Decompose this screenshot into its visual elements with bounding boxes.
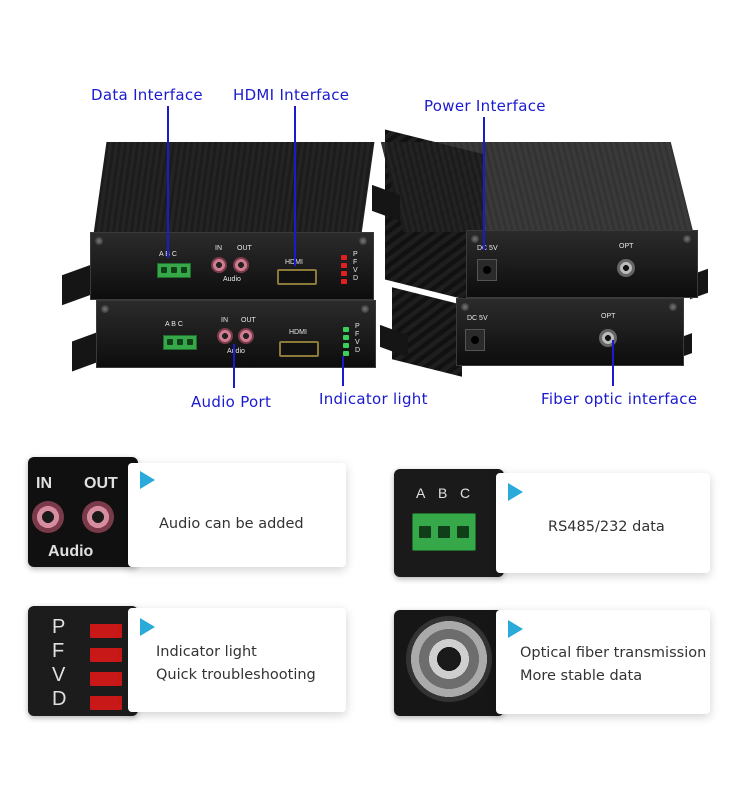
hdmi-port: [277, 269, 317, 285]
opt-label-2: OPT: [601, 313, 616, 320]
audio-label: Audio: [223, 276, 241, 283]
data-caption: RS485/232 data: [548, 519, 665, 535]
feature-card-data: A B C RS485/232 data: [380, 455, 720, 580]
optical-caption-line2: More stable data: [520, 668, 643, 684]
dc-jack: [477, 259, 497, 281]
closeup-in-label: IN: [36, 475, 52, 492]
feature-card-indicator: P F V D Indicator light Quick troublesho…: [0, 598, 360, 723]
audio-triangle-icon: [140, 471, 155, 489]
line-hdmi-interface: [294, 106, 296, 266]
closeup-a-label: A: [416, 485, 426, 501]
terminal-block-2: [163, 335, 197, 350]
audio-out-label-2: OUT: [241, 317, 256, 324]
audio-in-label-2: IN: [221, 317, 228, 324]
line-data-interface: [167, 106, 169, 258]
audio-in-jack: [211, 257, 227, 273]
closeup-optical-port: [406, 616, 492, 702]
line-indicator-light: [342, 356, 344, 386]
terminal-letters-2: A B C: [165, 321, 183, 328]
optical-triangle-icon: [508, 620, 523, 638]
closeup-red-led-2: [90, 648, 122, 662]
audio-caption-box: Audio can be added: [128, 463, 346, 567]
closeup-out-jack: [82, 501, 114, 533]
audio-out-jack: [233, 257, 249, 273]
audio-label-2: Audio: [227, 348, 245, 355]
led-d: [341, 279, 347, 284]
closeup-audio-label: Audio: [48, 543, 94, 560]
closeup-led-d: D: [52, 688, 67, 710]
callout-data-interface: Data Interface: [91, 86, 203, 104]
dc-jack-2: [465, 329, 485, 351]
data-closeup-image: A B C: [394, 469, 504, 577]
feature-card-optical: Optical fiber transmission More stable d…: [380, 598, 720, 723]
indicator-caption-box: Indicator light Quick troubleshooting: [128, 608, 346, 712]
optical-caption-box: Optical fiber transmission More stable d…: [496, 610, 710, 714]
right-top-unit-face: DC 5V OPT: [466, 230, 698, 298]
opt-port-2: [599, 329, 617, 347]
right-top-lid: [380, 142, 694, 232]
audio-caption: Audio can be added: [159, 516, 304, 532]
opt-label: OPT: [619, 243, 634, 250]
closeup-out-label: OUT: [84, 475, 118, 492]
dc-label-2: DC 5V: [467, 315, 488, 322]
data-caption-box: RS485/232 data: [496, 473, 710, 573]
audio-out-jack-2: [238, 328, 254, 344]
led-green-p: [343, 327, 349, 332]
callout-audio-port: Audio Port: [191, 393, 272, 411]
right-bottom-unit-face: DC 5V OPT: [456, 298, 684, 366]
led-p: [341, 255, 347, 260]
closeup-led-f: F: [52, 640, 65, 662]
terminal-block: [157, 263, 191, 278]
audio-closeup-image: IN OUT Audio: [28, 457, 138, 567]
dc-label: DC 5V: [477, 245, 498, 252]
closeup-in-jack: [32, 501, 64, 533]
right-bottom-side: [392, 287, 462, 377]
closeup-b-label: B: [438, 485, 448, 501]
hdmi-label: HDMI: [285, 259, 303, 266]
hdmi-label-2: HDMI: [289, 329, 307, 336]
closeup-red-led-3: [90, 672, 122, 686]
left-top-unit-lid: [93, 142, 375, 234]
callout-power-interface: Power Interface: [424, 97, 546, 115]
indicator-caption-line1: Indicator light: [156, 644, 257, 660]
product-photo: Data Interface HDMI Interface Power Inte…: [62, 86, 708, 411]
led-v: [341, 271, 347, 276]
optical-closeup-image: [394, 610, 504, 716]
line-power-interface: [483, 117, 485, 250]
closeup-led-p: P: [52, 616, 66, 638]
callout-hdmi-interface: HDMI Interface: [233, 86, 350, 104]
closeup-terminal-block: [412, 513, 476, 551]
audio-in-label: IN: [215, 245, 222, 252]
hdmi-port-2: [279, 341, 319, 357]
optical-caption-line1: Optical fiber transmission: [520, 645, 707, 661]
line-audio-port: [233, 344, 235, 388]
feature-card-audio: IN OUT Audio Audio can be added: [0, 455, 360, 570]
closeup-led-v: V: [52, 664, 66, 686]
led-green-v: [343, 343, 349, 348]
callout-fiber-optic-interface: Fiber optic interface: [541, 390, 698, 408]
opt-port: [617, 259, 635, 277]
callout-indicator-light: Indicator light: [319, 390, 428, 408]
led-green-d: [343, 351, 349, 356]
closeup-red-led-4: [90, 696, 122, 710]
line-fiber-optic-interface: [612, 340, 614, 386]
led-f: [341, 263, 347, 268]
data-triangle-icon: [508, 483, 523, 501]
indicator-closeup-image: P F V D: [28, 606, 138, 716]
audio-in-jack-2: [217, 328, 233, 344]
audio-out-label: OUT: [237, 245, 252, 252]
led-green-f: [343, 335, 349, 340]
indicator-caption-line2: Quick troubleshooting: [156, 667, 316, 683]
indicator-triangle-icon: [140, 618, 155, 636]
closeup-red-led-1: [90, 624, 122, 638]
closeup-c-label: C: [460, 485, 471, 501]
